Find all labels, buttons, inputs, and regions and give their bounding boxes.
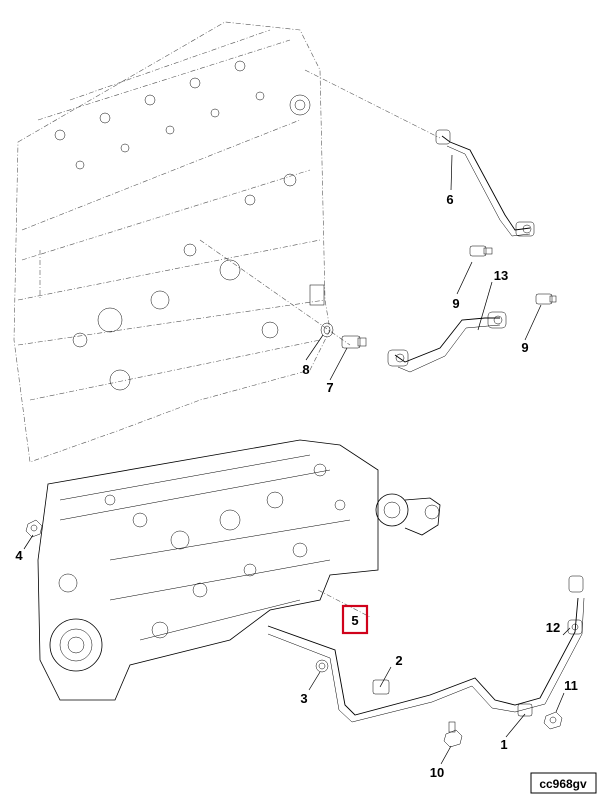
callout-13: 13 xyxy=(494,268,508,283)
fitting-7 xyxy=(341,335,367,349)
nut-4 xyxy=(25,519,43,538)
upper-engine-block xyxy=(13,21,331,463)
fitting-9a xyxy=(469,245,493,257)
washer-3 xyxy=(315,659,329,673)
highlight-box xyxy=(341,604,369,635)
callout-2: 2 xyxy=(395,653,402,668)
nut-11 xyxy=(543,711,563,730)
washer-8 xyxy=(320,322,334,338)
callout-3: 3 xyxy=(300,691,307,706)
callout-8: 8 xyxy=(302,362,309,377)
callout-7: 7 xyxy=(326,380,333,395)
reference-code-box xyxy=(530,772,597,794)
callout-1: 1 xyxy=(500,737,507,752)
callout-9b: 9 xyxy=(521,340,528,355)
callout-4: 4 xyxy=(15,548,23,563)
reference-code: cc968gv xyxy=(539,777,587,791)
callout-5: 5 xyxy=(351,613,358,628)
oil-pipe-lower xyxy=(387,311,507,373)
callout-9a: 9 xyxy=(452,296,459,311)
bolt-10 xyxy=(443,721,463,748)
oil-pipe-upper xyxy=(435,129,535,237)
callout-12: 12 xyxy=(546,620,560,635)
callout-10: 10 xyxy=(430,765,444,780)
callout-11: 11 xyxy=(564,678,578,693)
oil-pipe-assembly-lower xyxy=(267,597,585,723)
callout-6: 6 xyxy=(446,192,453,207)
fitting-12 xyxy=(567,575,584,635)
lower-engine-block xyxy=(37,439,441,701)
fitting-9b xyxy=(535,293,557,305)
